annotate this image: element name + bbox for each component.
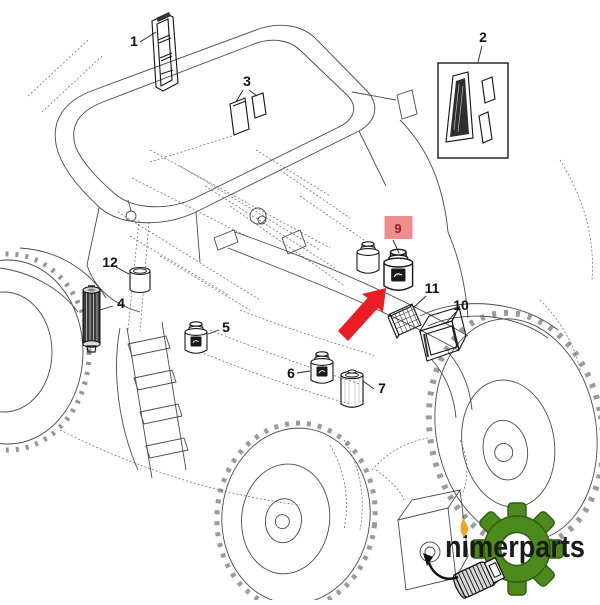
part-drawing-5 (185, 322, 207, 353)
highlight-annotation: 9 (338, 216, 413, 341)
callout-label-7: 7 (378, 380, 386, 396)
part-drawing-10 (418, 305, 467, 362)
part-drawing-12 (129, 266, 151, 294)
callout-label-6: 6 (287, 365, 295, 381)
callout-label-1: 1 (130, 33, 138, 49)
parts (82, 12, 509, 408)
callout-label-12: 12 (102, 254, 118, 270)
highlighted-callout-label-9: 9 (394, 221, 401, 236)
callout-label-2: 2 (479, 29, 487, 45)
part-drawing-unlabeled-filter (356, 241, 380, 274)
callout-leader-lines (99, 31, 483, 390)
logo-pointer-arrow (423, 553, 459, 580)
part-drawing-3 (229, 92, 267, 136)
part-drawing-1 (151, 12, 179, 92)
callout-label-10: 10 (453, 297, 469, 313)
callout-label-3: 3 (243, 73, 251, 89)
part-drawing-11 (387, 303, 422, 340)
part-drawing-7 (340, 369, 364, 408)
callout-label-4: 4 (117, 295, 125, 311)
part-drawing-9 (384, 249, 413, 290)
highlight-arrow (338, 288, 386, 341)
callout-label-5: 5 (222, 319, 230, 335)
logo-filter-icon (452, 556, 506, 599)
callout-label-11: 11 (425, 280, 440, 296)
flame-icon (460, 517, 469, 537)
part-drawing-2 (437, 62, 509, 159)
highlight-box (384, 216, 413, 239)
brand-logo: nimerparts (423, 502, 585, 599)
part-2-box (437, 62, 509, 159)
gear-icon (470, 502, 564, 596)
brand-logo-text: nimerparts (445, 529, 585, 564)
part-drawing-6 (311, 352, 333, 383)
part-drawing-4 (82, 285, 101, 353)
